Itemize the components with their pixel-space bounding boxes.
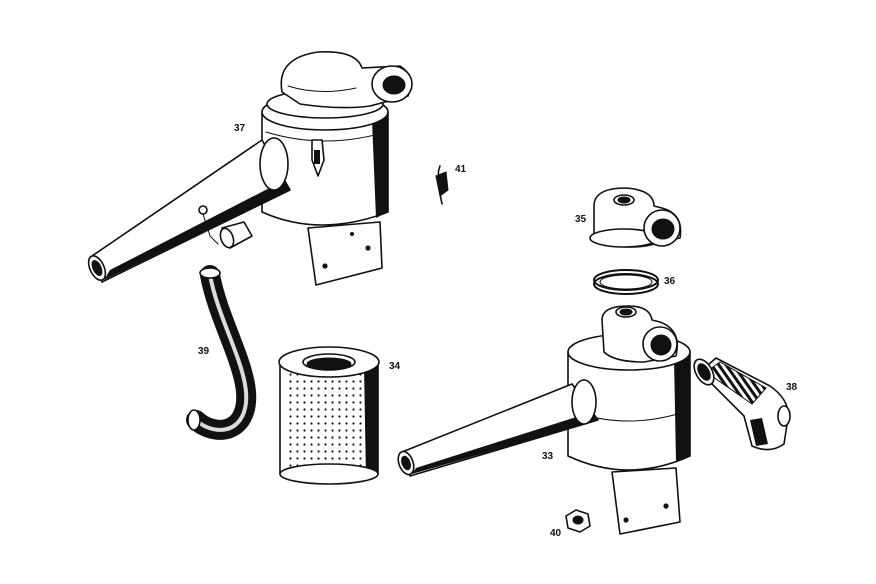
callout-38: 38 [786,382,798,393]
part-33-air-cleaner-body [397,305,691,535]
part-38-rubber-elbow [693,357,791,451]
callout-33: 33 [542,451,554,462]
part-40-nut [565,509,591,533]
callout-41: 41 [455,164,467,175]
callout-39: 39 [198,346,210,357]
part-41-clip [435,165,449,205]
callout-37: 37 [234,123,246,134]
part-34-filter-element [278,346,380,485]
part-35-cover-elbow [589,187,682,248]
part-36-sealing-ring [593,269,659,295]
callout-40: 40 [550,528,562,539]
callout-34: 34 [389,361,401,372]
callout-35: 35 [575,214,587,225]
callout-36: 36 [664,276,676,287]
part-37-air-cleaner-assembly [87,51,413,286]
part-39-flexible-hose [186,265,257,440]
